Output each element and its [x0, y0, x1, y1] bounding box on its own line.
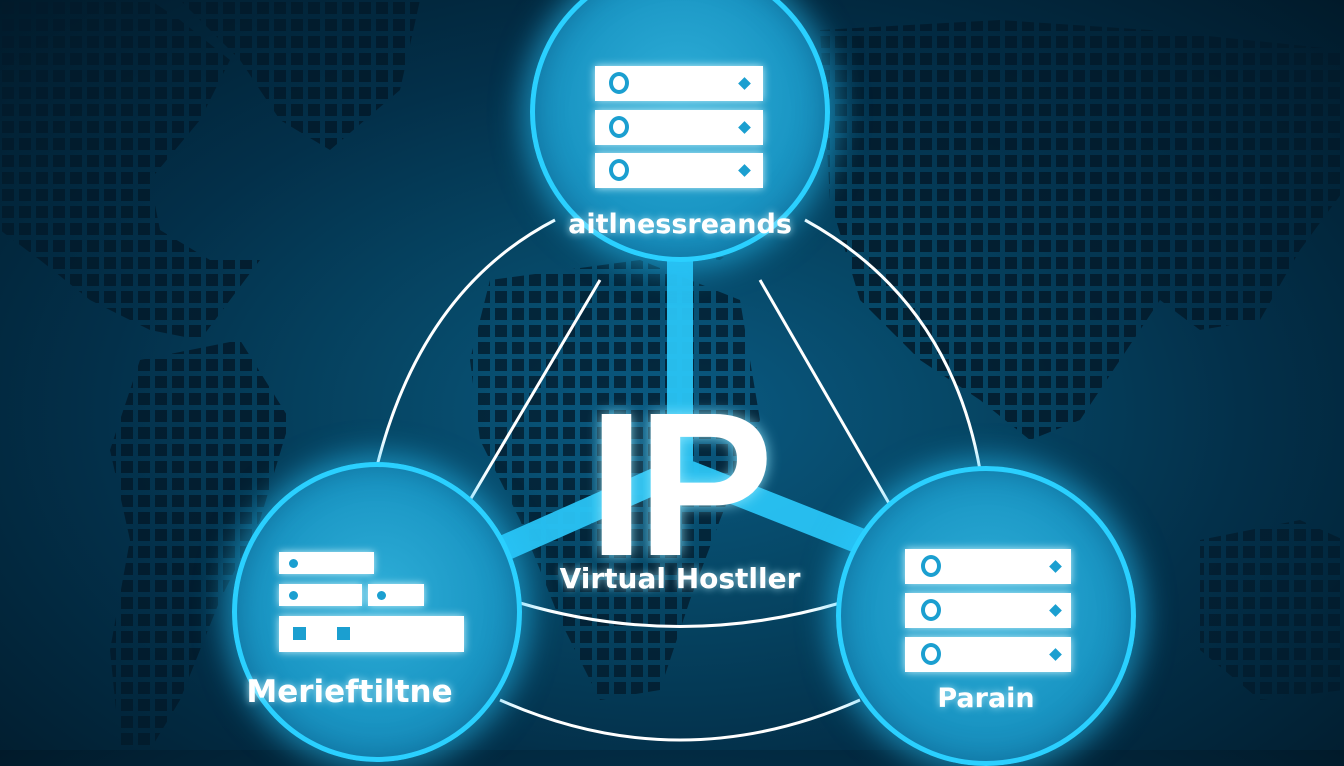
arc-bottom-outer	[499, 698, 861, 742]
arc-bottom-inner	[519, 601, 841, 628]
node-bottom-right[interactable]: Parain	[836, 466, 1136, 766]
node-bottom-right-label: Parain	[937, 683, 1035, 714]
ip-title: IP	[588, 370, 774, 599]
virtual-host-subtitle: Virtual Hostller	[559, 562, 801, 595]
node-bottom-left-label: Merieftiltne	[246, 674, 453, 710]
hub-connector	[494, 260, 875, 562]
node-top-label: aitlnessreands	[568, 209, 792, 240]
node-top[interactable]: aitlnessreands	[530, 0, 830, 262]
node-bottom-left[interactable]: Merieftiltne	[232, 462, 522, 762]
network-connectors	[374, 218, 982, 742]
arc-top-right	[804, 218, 982, 471]
line-top-left	[468, 279, 602, 501]
arc-top-left	[374, 218, 556, 471]
line-top-right	[758, 279, 892, 506]
